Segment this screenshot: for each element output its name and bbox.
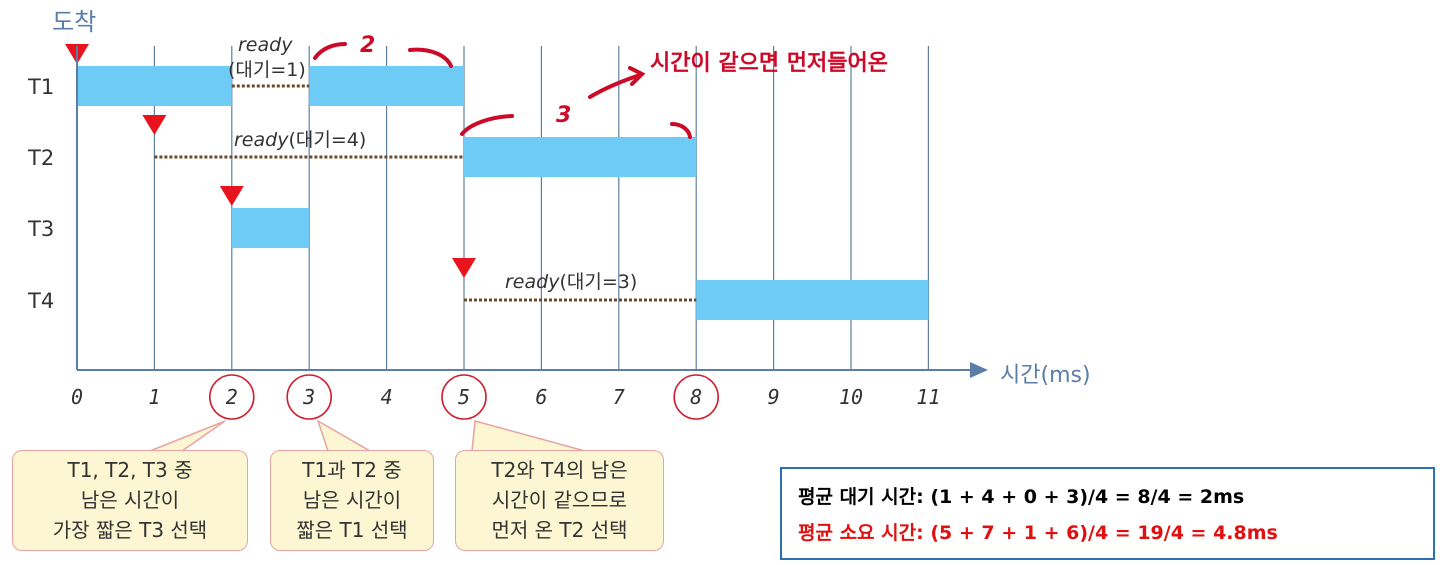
tick-label-9: 9 [768, 385, 780, 409]
callout-3-line-2: 시간이 같으므로 [491, 488, 628, 512]
t2-wait-value: (대기=4) [288, 129, 366, 151]
tick-circle-8 [673, 374, 720, 420]
hand-number-3: 3 [556, 103, 571, 128]
callout-1-line-2: 남은 시간이 [80, 488, 180, 512]
thread-label-t1: T1 [27, 75, 54, 99]
hand-arc-left-2 [460, 114, 514, 136]
execution-bars [77, 66, 929, 320]
hand-note: 시간이 같으면 먼저들어온 [650, 51, 888, 76]
hand-arrow-head [628, 66, 646, 86]
t4-wait-value: (대기=3) [559, 271, 637, 293]
run-bar-t2-0 [464, 137, 697, 177]
callout-2-line-1: T1과 T2 중 [302, 458, 402, 482]
tick-circle-5 [441, 374, 487, 420]
run-bar-t1-1 [309, 66, 464, 106]
circled-ticks [209, 374, 720, 420]
arrival-arrow-t2 [142, 115, 167, 135]
tick-label-4: 4 [381, 385, 393, 409]
handwritten-annotations [313, 42, 692, 139]
tick-label-2: 2 [226, 385, 238, 409]
time-axis-label: 시간(ms) [1000, 363, 1091, 388]
arrival-arrow-t3 [219, 186, 244, 206]
thread-label-t3: T3 [27, 217, 54, 241]
average-turnaround-time: 평균 소요 시간: (5 + 7 + 1 + 6)/4 = 19/4 = 4.8… [798, 522, 1278, 544]
tick-label-7: 7 [613, 385, 625, 409]
run-bar-t1-0 [77, 66, 232, 106]
hand-arc-right-2 [670, 122, 692, 139]
tick-label-6: 6 [535, 385, 547, 409]
hand-arc-left-1 [313, 42, 347, 60]
x-axis-arrowhead [970, 362, 988, 378]
t2-ready-label: ready(대기=4) [234, 129, 366, 151]
callout-1-line-3: 가장 짧은 T3 선택 [52, 518, 208, 542]
thread-label-t4: T4 [27, 289, 54, 313]
callout-1-line-1: T1, T2, T3 중 [67, 458, 193, 482]
callout-pointer-2 [316, 419, 373, 452]
t1-ready-label: ready [238, 34, 293, 56]
tick-label-0: 0 [71, 385, 83, 409]
callout-t2-selected: T2와 T4의 남은 시간이 같으므로 먼저 온 T2 선택 [455, 450, 664, 551]
callout-3-line-1: T2와 T4의 남은 [491, 458, 628, 482]
tick-label-10: 10 [839, 385, 863, 409]
tick-label-1: 1 [148, 385, 160, 409]
callout-2-line-3: 짧은 T1 선택 [296, 518, 408, 542]
hand-number-2: 2 [360, 33, 375, 58]
tick-label-5: 5 [458, 385, 470, 409]
arrival-arrow-t4 [452, 258, 476, 278]
time-tick-labels: 0 1 2 3 4 5 6 7 8 9 10 11 [71, 385, 940, 409]
callout-pointers [149, 419, 586, 452]
callout-pointer-3 [471, 420, 586, 452]
run-bar-t3-0 [231, 208, 310, 248]
t4-ready-word: ready [505, 271, 560, 293]
callout-3-line-3: 먼저 온 T2 선택 [491, 518, 628, 542]
tick-label-8: 8 [690, 385, 702, 409]
tick-label-11: 11 [916, 385, 940, 409]
average-wait-time: 평균 대기 시간: (1 + 4 + 0 + 3)/4 = 8/4 = 2ms [798, 486, 1245, 508]
run-bar-t4-0 [696, 280, 929, 320]
callout-2-line-2: 남은 시간이 [302, 488, 402, 512]
arrival-label: 도착 [52, 8, 96, 36]
wait-lines [154, 84, 697, 302]
tick-circle-2 [209, 374, 255, 420]
t4-ready-label: ready(대기=3) [505, 271, 637, 293]
callout-t3-selected: T1, T2, T3 중 남은 시간이 가장 짧은 T3 선택 [12, 450, 248, 551]
t2-ready-word: ready [234, 129, 289, 151]
tick-label-3: 3 [302, 385, 315, 409]
tick-circle-3 [286, 374, 333, 420]
hand-arrow-line [588, 73, 642, 99]
hand-arc-right-1 [408, 47, 453, 68]
thread-label-t2: T2 [27, 146, 54, 170]
callout-pointer-1 [149, 420, 226, 452]
summary-box: 평균 대기 시간: (1 + 4 + 0 + 3)/4 = 8/4 = 2ms … [780, 467, 1435, 560]
callout-t1-selected: T1과 T2 중 남은 시간이 짧은 T1 선택 [270, 450, 434, 551]
t1-wait-label: (대기=1) [228, 59, 306, 81]
